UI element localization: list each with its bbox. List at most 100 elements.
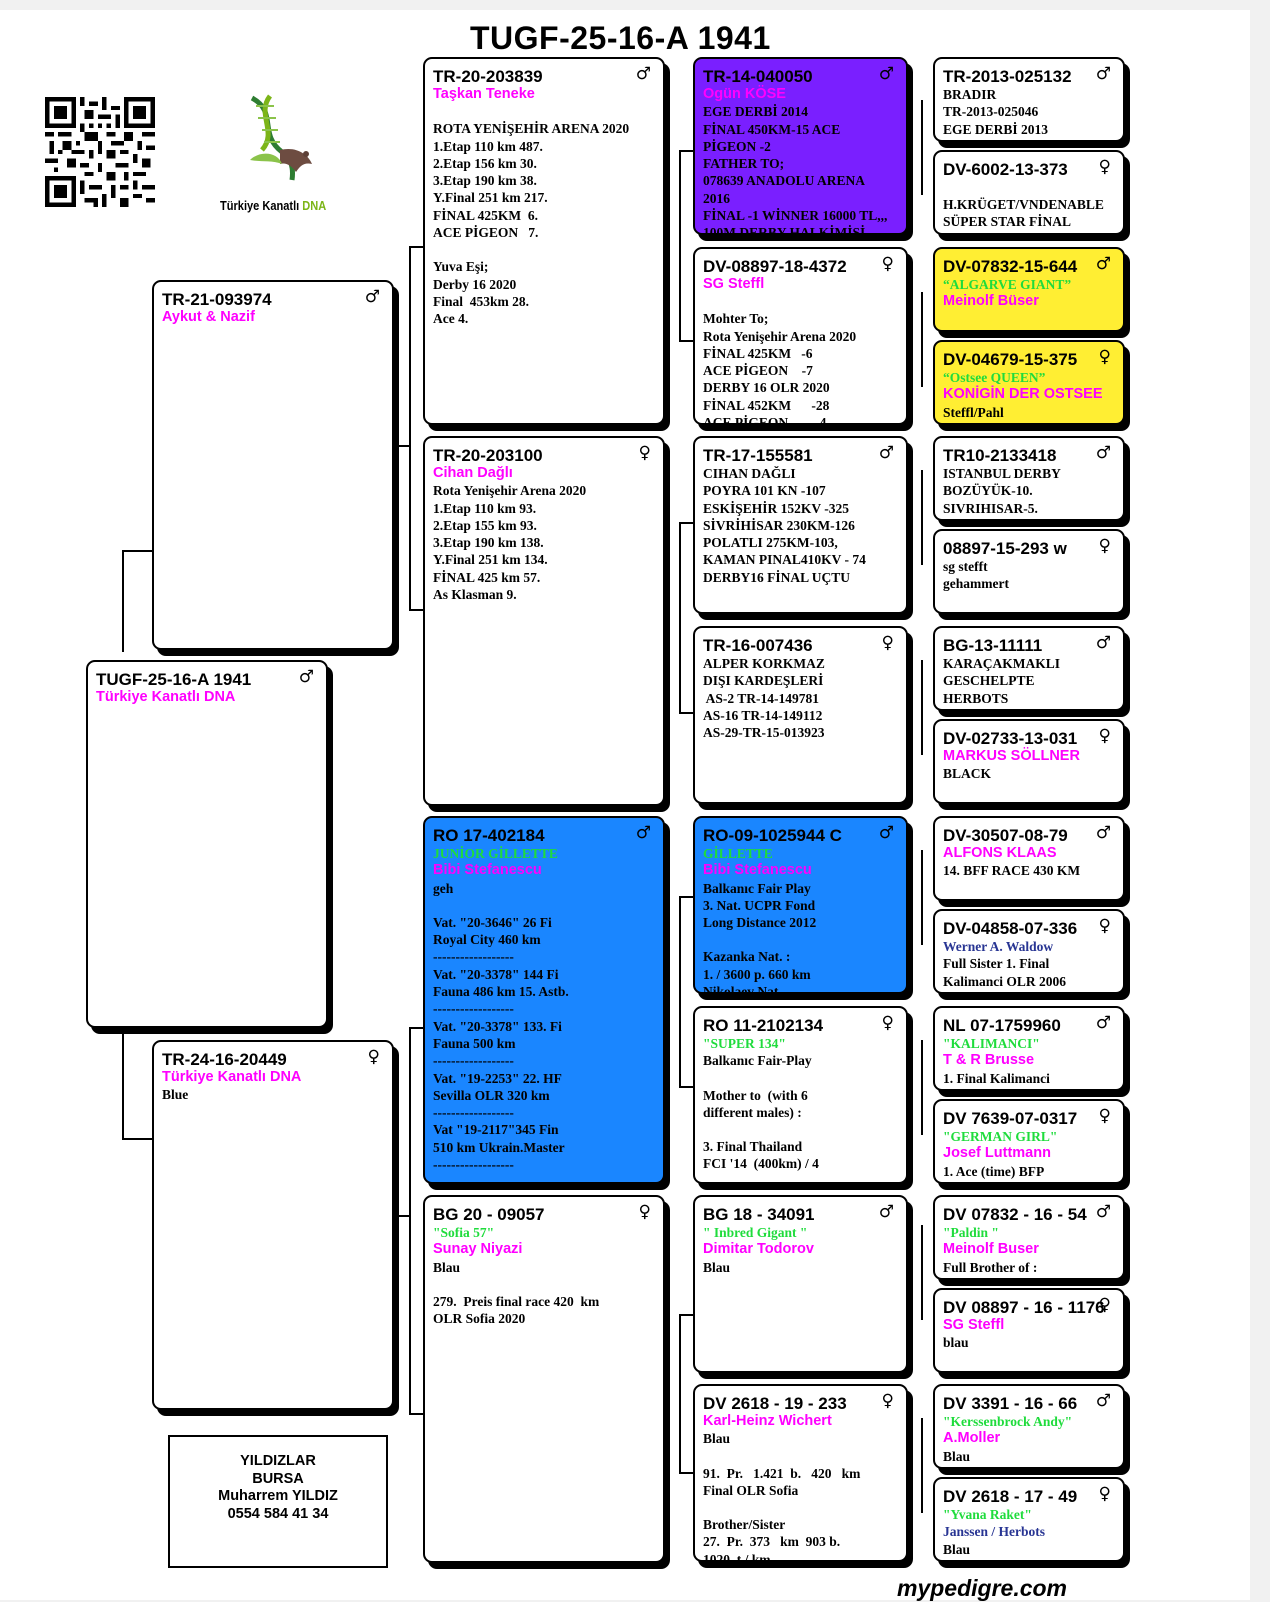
male-symbol-icon: ♂ [635, 823, 651, 843]
ring-number: DV 7639-07-0317 [943, 1109, 1078, 1128]
male-symbol-icon: ♂ [364, 287, 380, 307]
bird-info-line: Final 453km 28. [433, 293, 530, 309]
bird-info-line: POLATLI 275KM-103, [703, 535, 838, 551]
bird-card-dsd[interactable]: RO 11-2102134♀"SUPER 134"Balkanıc Fair-P… [693, 1006, 908, 1184]
bird-info-line: SIVRIHISAR-5. [943, 500, 1038, 516]
ring-number: DV-07832-15-644 [943, 257, 1078, 276]
bird-card-ddss[interactable]: DV 07832 - 16 - 54♂"Paldin "Meinolf Buse… [933, 1195, 1125, 1280]
bird-info-line: Dimitar Todorov [703, 1241, 814, 1258]
bird-card-dddd[interactable]: DV 2618 - 17 - 49♀"Yvana Raket"Janssen /… [933, 1477, 1125, 1562]
bird-info-line: Final OLR Sofia [703, 1482, 799, 1498]
bird-card-dsdd[interactable]: DV 7639-07-0317♀"GERMAN GIRL"Josef Luttm… [933, 1099, 1125, 1184]
bird-info-line [703, 1070, 898, 1087]
bird-info-line: 1.Etap 110 km 487. [433, 138, 543, 154]
bird-info-line: 1. / 3600 p. 660 km [703, 966, 811, 982]
bird-card-dds[interactable]: BG 18 - 34091♂" Inbred Gigant "Dimitar T… [693, 1195, 908, 1373]
ring-number: TR-14-040050 [703, 67, 813, 86]
bird-info-line: Vat. "19-2253" 22. HF [433, 1070, 562, 1086]
bracket-line [679, 712, 693, 714]
bracket-line [679, 1314, 693, 1316]
bird-card-sire[interactable]: TR-21-093974♂Aykut & Nazif [152, 280, 394, 650]
male-symbol-icon: ♂ [1095, 1391, 1111, 1411]
bird-info-line: 3.Etap 190 km 138. [433, 535, 544, 551]
bird-card-subject[interactable]: TUGF-25-16-A 1941♂Türkiye Kanatlı DNA [86, 660, 328, 1028]
bird-info-line: TR-2013-025046 [943, 104, 1039, 120]
bird-card-ddds[interactable]: DV 3391 - 16 - 66♂"Kerssenbrock Andy"A.M… [933, 1384, 1125, 1469]
ring-number: DV 2618 - 19 - 233 [703, 1394, 847, 1413]
bird-info-line: 100M DERBY HALKİMİSİ [703, 225, 866, 235]
bird-info-line: 91. Pr. 1.421 b. 420 km [703, 1465, 861, 1481]
bird-info-line: 3. Nat. UCPR Fond [703, 897, 816, 913]
bird-info-line: Ogün KÖSE [703, 86, 786, 102]
bird-info-line: Kalimanci OLR 2006 [943, 973, 1067, 989]
bracket-line [679, 896, 693, 898]
bird-info-line: SİVRİHİSAR 230KM-126 [703, 517, 855, 533]
bird-info-line: ------------------ [433, 1157, 514, 1173]
bird-info-line: HERBOTS [943, 690, 1009, 706]
bracket-line [398, 445, 409, 447]
bird-info-line: Vat "19-2117"345 Fin [433, 1122, 559, 1138]
bird-info-line: MARKUS SÖLLNER [943, 748, 1080, 764]
bracket-line [409, 1413, 423, 1415]
bird-card-ssdd[interactable]: DV-04679-15-375♀“Ostsee QUEEN”KONİGİN DE… [933, 340, 1125, 425]
footer-line: BURSA [252, 1470, 304, 1487]
bird-info-line: SG Steffl [703, 276, 765, 292]
female-symbol-icon: ♀ [881, 1013, 894, 1033]
bracket-line [409, 246, 411, 609]
bird-info-line: ------------------ [433, 1053, 514, 1069]
bird-info-line: SÜPER STAR FİNAL [943, 214, 1072, 230]
bracket-line [921, 660, 923, 755]
bracket-line [921, 470, 923, 565]
ring-number: RO-09-1025944 C [703, 826, 842, 845]
bird-info-line: Blau [943, 1448, 971, 1464]
bird-info-line: Full Brother of : [943, 1259, 1038, 1275]
bird-info-line: ------------------- [703, 1173, 789, 1184]
bird-info-line: FİNAL 452KM -28 [703, 397, 830, 413]
bird-info-line: Sevilla OLR 320 km [433, 1087, 550, 1103]
bird-info-line: Royal City 460 km [433, 932, 541, 948]
ring-number: TR-24-16-20449 [162, 1050, 287, 1069]
bird-info-line: GİLLETTE [703, 846, 773, 861]
dna-bird-icon [250, 94, 312, 181]
brand-watermark[interactable]: mypedigre.com [897, 1575, 1067, 1601]
bird-info-line: Vat. "20-3378" 144 Fi [433, 966, 559, 982]
bird-info-line: SG Steffl [943, 1317, 1005, 1333]
male-symbol-icon: ♂ [298, 667, 314, 687]
bird-info-line: geh [433, 880, 454, 896]
bird-info-line [703, 1499, 898, 1516]
ring-number: DV 08897 - 16 - 1176 [943, 1298, 1105, 1317]
bird-info-line: Blau [433, 1259, 461, 1275]
bird-info-line: ALFONS KLAAS [943, 845, 1057, 861]
bird-info-line: 2.Etap 155 km 93. [433, 517, 537, 533]
bird-info-line: EGE DERBİ 2014 [703, 104, 809, 120]
ring-number: TR-20-203839 [433, 67, 543, 86]
bird-info-line: ------------------ [433, 1001, 514, 1017]
male-symbol-icon: ♂ [1095, 633, 1111, 653]
bird-info-line: DERBY 16 OLR 2020 [703, 380, 830, 396]
bird-card-ssds[interactable]: DV-07832-15-644♂“ALGARVE GIANT”Meinolf B… [933, 247, 1125, 332]
male-symbol-icon: ♂ [878, 64, 894, 84]
bird-info-line [433, 897, 655, 914]
brand-logo: Türkiye Kanatlı DNA [220, 90, 340, 220]
